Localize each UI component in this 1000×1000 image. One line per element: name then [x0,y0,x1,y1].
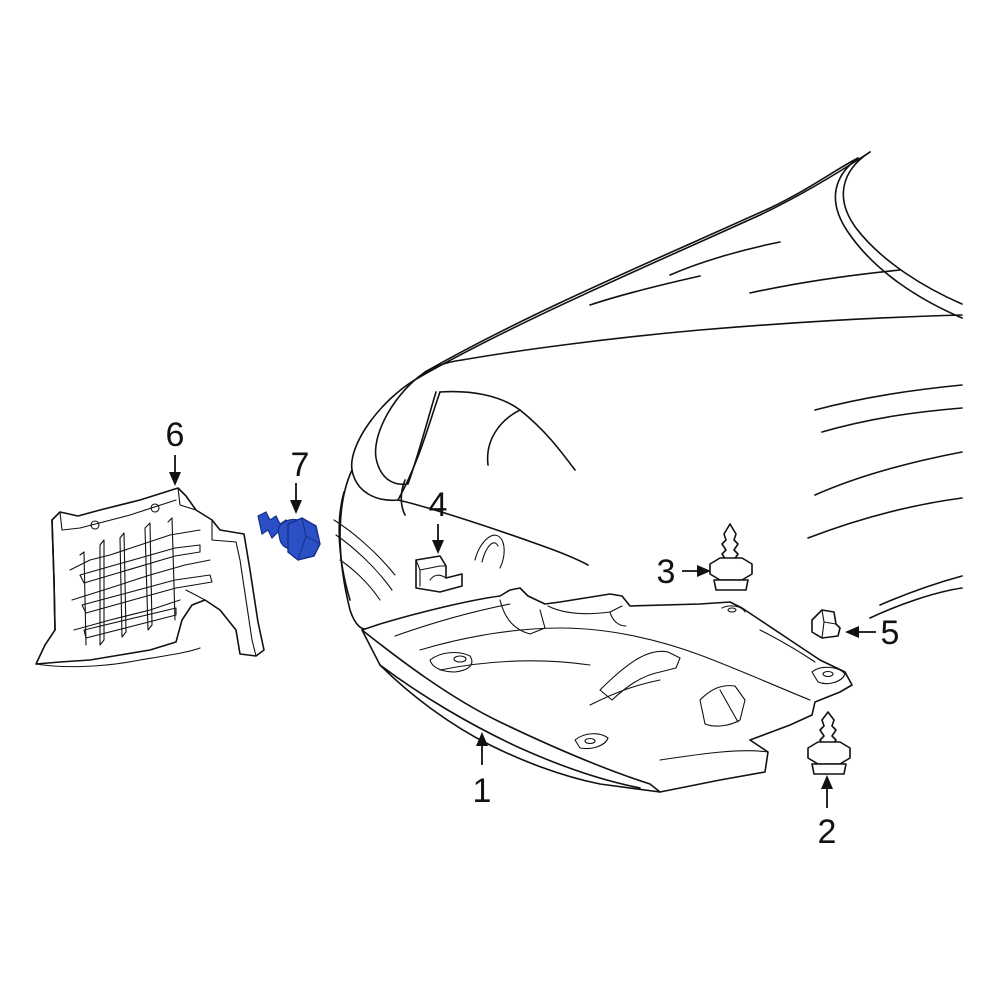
part-6-side-shield [35,487,265,668]
callout-arrows [169,455,876,808]
callout-1-label: 1 [473,772,492,810]
callout-5-label: 5 [881,614,900,652]
vehicle-body-outline [333,151,963,630]
callout-3-label: 3 [657,553,676,591]
part-7-screw [257,511,321,561]
callout-7-label: 7 [291,446,310,484]
callout-4-label: 4 [429,486,448,524]
part-5-nut-clip [811,609,841,639]
callout-2-label: 2 [818,813,837,851]
part-4-clip [415,555,463,593]
part-2-bolt [807,711,851,775]
callout-labels: 1 2 3 4 5 6 7 [166,416,900,851]
part-1-splash-shield [361,587,853,793]
callout-6-label: 6 [166,416,185,454]
part-3-bolt [709,523,753,591]
